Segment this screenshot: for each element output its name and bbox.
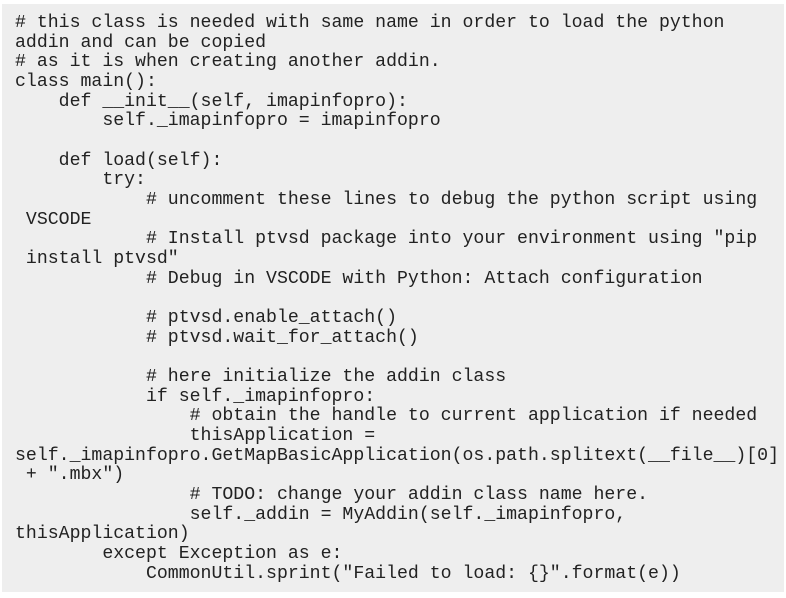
code-line: # here initialize the addin class [15, 367, 507, 388]
code-line: def load(self): [15, 150, 223, 171]
code-line: thisApplication) [15, 524, 190, 545]
code-line: # TODO: change your addin class name her… [15, 485, 649, 506]
code-line: # this class is needed with same name in… [15, 13, 725, 33]
code-line: # ptvsd.wait_for_attach() [15, 327, 419, 348]
code-line: CommonUtil.sprint("Failed to load: {}".f… [15, 563, 681, 584]
code-line: self._imapinfopro = imapinfopro [15, 111, 441, 132]
code-line: self._imapinfopro.GetMapBasicApplication… [15, 445, 779, 466]
code-line: # Install ptvsd package into your enviro… [15, 229, 758, 250]
code-line: class main(): [15, 72, 157, 93]
code-line [15, 289, 779, 309]
code-line: + ".mbx") [15, 465, 125, 486]
code-line [15, 348, 779, 368]
code-line: if self._imapinfopro: [15, 386, 376, 407]
code-line: self._addin = MyAddin(self._imapinfopro, [15, 504, 627, 525]
code-line: VSCODE [15, 209, 92, 230]
code-line: # ptvsd.enable_attach() [15, 308, 397, 329]
code-line: # Debug in VSCODE with Python: Attach co… [15, 268, 703, 289]
code-block: # this class is needed with same name in… [2, 4, 784, 592]
code-line: thisApplication = [15, 426, 376, 447]
code-line: except Exception as e: [15, 544, 343, 565]
code-line: def __init__(self, imapinfopro): [15, 91, 408, 112]
code-line: # obtain the handle to current applicati… [15, 406, 758, 427]
code-line: addin and can be copied [15, 32, 267, 53]
code-line: # as it is when creating another addin. [15, 52, 441, 73]
code-lines: # this class is needed with same name in… [15, 13, 779, 584]
code-line: # uncomment these lines to debug the pyt… [15, 190, 758, 211]
code-line: install ptvsd" [15, 249, 179, 270]
code-line [15, 132, 779, 152]
code-line: try: [15, 170, 146, 191]
